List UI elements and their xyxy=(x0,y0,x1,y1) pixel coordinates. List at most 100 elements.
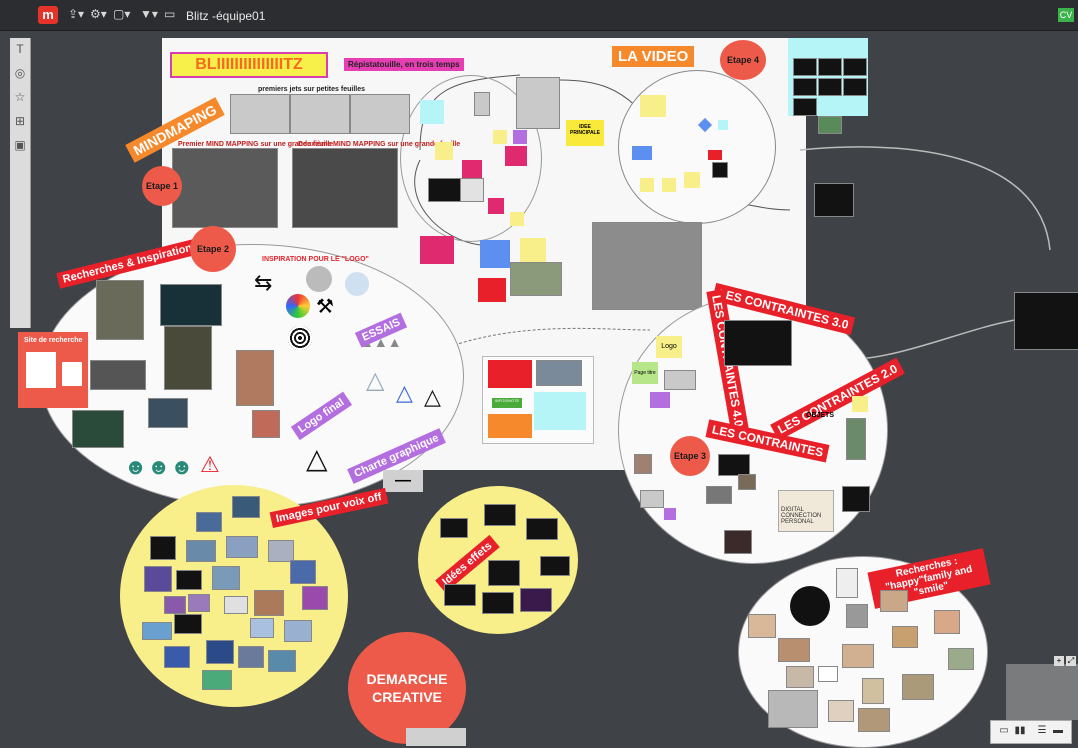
image-thumb[interactable] xyxy=(226,536,258,558)
thumb[interactable] xyxy=(818,116,842,134)
sticky-note[interactable] xyxy=(664,508,676,520)
image-thumb[interactable] xyxy=(284,620,312,642)
family-photo[interactable] xyxy=(786,666,814,688)
thumb[interactable] xyxy=(818,58,842,76)
sketch-photo-1[interactable] xyxy=(230,94,290,134)
image-thumb[interactable] xyxy=(250,618,274,638)
digital-connection-image[interactable]: DIGITAL CONNECTION PERSONAL xyxy=(778,490,834,532)
photo-thumb[interactable] xyxy=(724,530,752,554)
image-thumb[interactable] xyxy=(254,590,284,616)
video-thumb[interactable] xyxy=(428,178,462,202)
etape-3-badge[interactable]: Etape 3 xyxy=(670,436,710,476)
fit-icon[interactable]: ▭ xyxy=(999,725,1009,736)
image-thumb[interactable] xyxy=(302,586,328,610)
text-icon[interactable]: T xyxy=(16,42,24,56)
image-icon[interactable]: ▣ xyxy=(14,138,26,152)
effect-thumb[interactable] xyxy=(520,588,552,612)
blitz-title[interactable]: BLIIIIIIIIIIIIIIITZ xyxy=(170,52,328,78)
family-photo[interactable] xyxy=(862,678,884,704)
minimize-block[interactable]: — xyxy=(383,470,423,492)
image-thumb[interactable] xyxy=(142,622,172,640)
image-thumb[interactable] xyxy=(176,570,202,590)
sticky-note[interactable] xyxy=(505,146,527,166)
inspiration-photo[interactable] xyxy=(252,410,280,438)
sticky-note[interactable] xyxy=(632,146,652,160)
video-player[interactable] xyxy=(1014,292,1078,350)
chat-icon[interactable]: ▬ xyxy=(1053,725,1063,736)
final-logo-triangle[interactable]: △ xyxy=(306,443,328,474)
spiral-icon[interactable] xyxy=(288,326,312,350)
inspiration-photo[interactable] xyxy=(96,280,144,340)
family-photo[interactable] xyxy=(748,614,776,638)
idee-principale-note[interactable]: IDEE PRINCIPALE xyxy=(566,120,604,146)
family-photo[interactable] xyxy=(778,638,810,662)
sticky-note[interactable] xyxy=(478,278,506,302)
movie-poster[interactable] xyxy=(236,350,274,406)
sticky-note[interactable] xyxy=(510,212,524,226)
template-icon[interactable]: ▢▾ xyxy=(113,7,131,21)
sketch-video-photo[interactable] xyxy=(592,222,702,310)
triangle-shape[interactable]: △ xyxy=(366,367,385,394)
sticky-note[interactable] xyxy=(852,396,868,412)
mindmap-photo-1[interactable] xyxy=(172,148,278,228)
thumb[interactable] xyxy=(793,98,817,116)
sticky-note[interactable] xyxy=(640,178,654,192)
thumb[interactable] xyxy=(843,58,867,76)
video-frame[interactable] xyxy=(814,183,854,217)
figure-icon[interactable]: ⚒ xyxy=(316,296,334,318)
logo-inspiration-thumb[interactable] xyxy=(306,266,332,292)
photo-thumb[interactable] xyxy=(536,360,582,386)
effect-thumb[interactable] xyxy=(444,584,476,606)
sticky-note[interactable] xyxy=(718,120,728,130)
image-thumb[interactable] xyxy=(224,596,248,614)
thumb[interactable] xyxy=(793,78,817,96)
sticky-note[interactable] xyxy=(420,100,444,124)
image-thumb[interactable] xyxy=(268,650,296,672)
inspiration-photo[interactable] xyxy=(72,410,124,448)
sticky-note[interactable] xyxy=(513,130,527,144)
photo-thumb[interactable] xyxy=(818,666,838,682)
image-thumb[interactable] xyxy=(232,496,260,518)
photo-thumb[interactable] xyxy=(836,568,858,598)
photo-thumb[interactable] xyxy=(640,490,664,508)
sticky-note[interactable] xyxy=(488,360,532,388)
sticky-note[interactable] xyxy=(520,238,546,262)
sticky-note[interactable] xyxy=(662,178,676,192)
movie-poster[interactable] xyxy=(164,326,212,390)
family-photo[interactable] xyxy=(880,590,908,612)
infos-label[interactable]: INFOS/NOTE xyxy=(492,398,522,408)
photo-thumb[interactable] xyxy=(842,486,870,512)
sticky-note[interactable] xyxy=(684,172,700,188)
sketch-photo-3[interactable] xyxy=(350,94,410,134)
inspiration-photo[interactable] xyxy=(148,398,188,428)
photo-thumb[interactable] xyxy=(706,486,732,504)
family-photo[interactable] xyxy=(948,648,974,670)
photo-thumb[interactable] xyxy=(718,454,750,476)
sticky-note[interactable] xyxy=(650,392,670,408)
thumb[interactable] xyxy=(843,78,867,96)
family-photo[interactable] xyxy=(902,674,934,700)
demarche-creative-circle[interactable]: DEMARCHE CREATIVE xyxy=(348,632,466,744)
board-title[interactable]: Blitz -équipe01 xyxy=(186,9,266,23)
effect-thumb[interactable] xyxy=(526,518,558,540)
etape-4-badge[interactable]: Etape 4 xyxy=(720,40,766,80)
list-icon[interactable]: ☰ xyxy=(1037,725,1047,736)
mindmap-photo-2[interactable] xyxy=(292,148,398,228)
sticky-note[interactable] xyxy=(462,160,482,180)
sticky-note[interactable] xyxy=(435,142,453,160)
star-icon[interactable]: ☆ xyxy=(14,90,26,104)
settings-icon[interactable]: ⚙▾ xyxy=(90,7,107,21)
sticky-note[interactable] xyxy=(708,150,722,160)
image-thumb[interactable] xyxy=(212,566,240,590)
effect-thumb[interactable] xyxy=(482,592,514,614)
photo-frame[interactable] xyxy=(724,320,792,366)
people-icon[interactable]: ☻☻☻ xyxy=(124,454,194,479)
grey-block[interactable] xyxy=(406,728,466,746)
grid-icon[interactable]: ⊞ xyxy=(14,114,26,128)
image-thumb[interactable] xyxy=(202,670,232,690)
share-icon[interactable]: ⇪▾ xyxy=(68,7,85,21)
effect-thumb[interactable] xyxy=(484,504,516,526)
screenshot-thumb[interactable] xyxy=(460,178,484,202)
image-thumb[interactable] xyxy=(290,560,316,584)
collage-photo[interactable] xyxy=(768,690,818,728)
